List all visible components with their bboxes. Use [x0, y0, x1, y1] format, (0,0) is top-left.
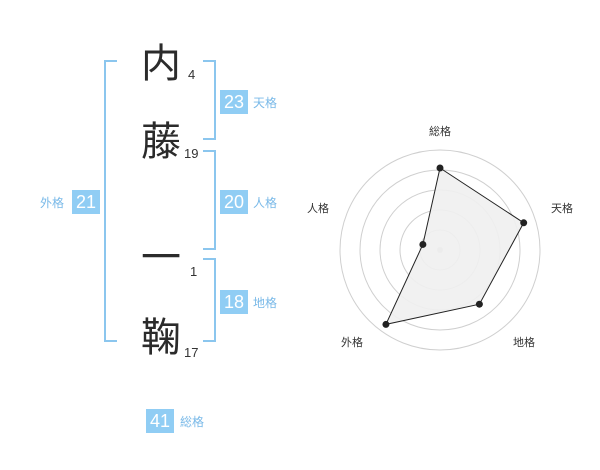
radar-label-soukaku: 総格	[429, 124, 451, 138]
radar-label-gaikaku: 外格	[341, 335, 363, 349]
radar-label-jinkaku: 人格	[307, 201, 329, 215]
radar-point-4	[382, 320, 390, 328]
radar-point-5	[419, 240, 427, 248]
radar-label-chikaku: 地格	[513, 335, 535, 349]
radar-point-2	[520, 219, 528, 227]
jinkaku-label: 人格	[253, 196, 278, 210]
soukaku-label: 総格	[180, 415, 205, 429]
radar-grid-ring-5	[339, 149, 541, 351]
gaikaku-label: 外格	[40, 196, 65, 210]
radar-label-tenkaku: 天格	[551, 201, 573, 215]
soukaku-value: 41	[146, 409, 174, 433]
jinkaku-value: 20	[220, 190, 248, 214]
gaikaku-bracket	[104, 60, 117, 342]
jinkaku-bracket	[203, 150, 216, 250]
gaikaku-value: 21	[72, 190, 100, 214]
name-char-4: 鞠	[141, 315, 181, 361]
name-char-3-strokes: 1	[190, 264, 198, 279]
chikaku-value: 18	[220, 290, 248, 314]
chikaku-bracket	[203, 258, 216, 342]
name-char-2: 藤	[141, 119, 181, 165]
radar-point-1	[436, 164, 444, 172]
radar-point-3	[475, 300, 483, 308]
tenkaku-bracket	[203, 60, 216, 140]
chikaku-label: 地格	[253, 296, 278, 310]
tenkaku-value: 23	[220, 90, 248, 114]
name-char-2-strokes: 19	[184, 146, 199, 161]
name-char-1: 内	[141, 41, 181, 87]
name-char-4-strokes: 17	[184, 345, 199, 360]
tenkaku-label: 天格	[253, 96, 278, 110]
name-char-1-strokes: 4	[188, 67, 196, 82]
name-char-3: 一	[141, 235, 181, 281]
radar-polygon	[385, 167, 525, 326]
